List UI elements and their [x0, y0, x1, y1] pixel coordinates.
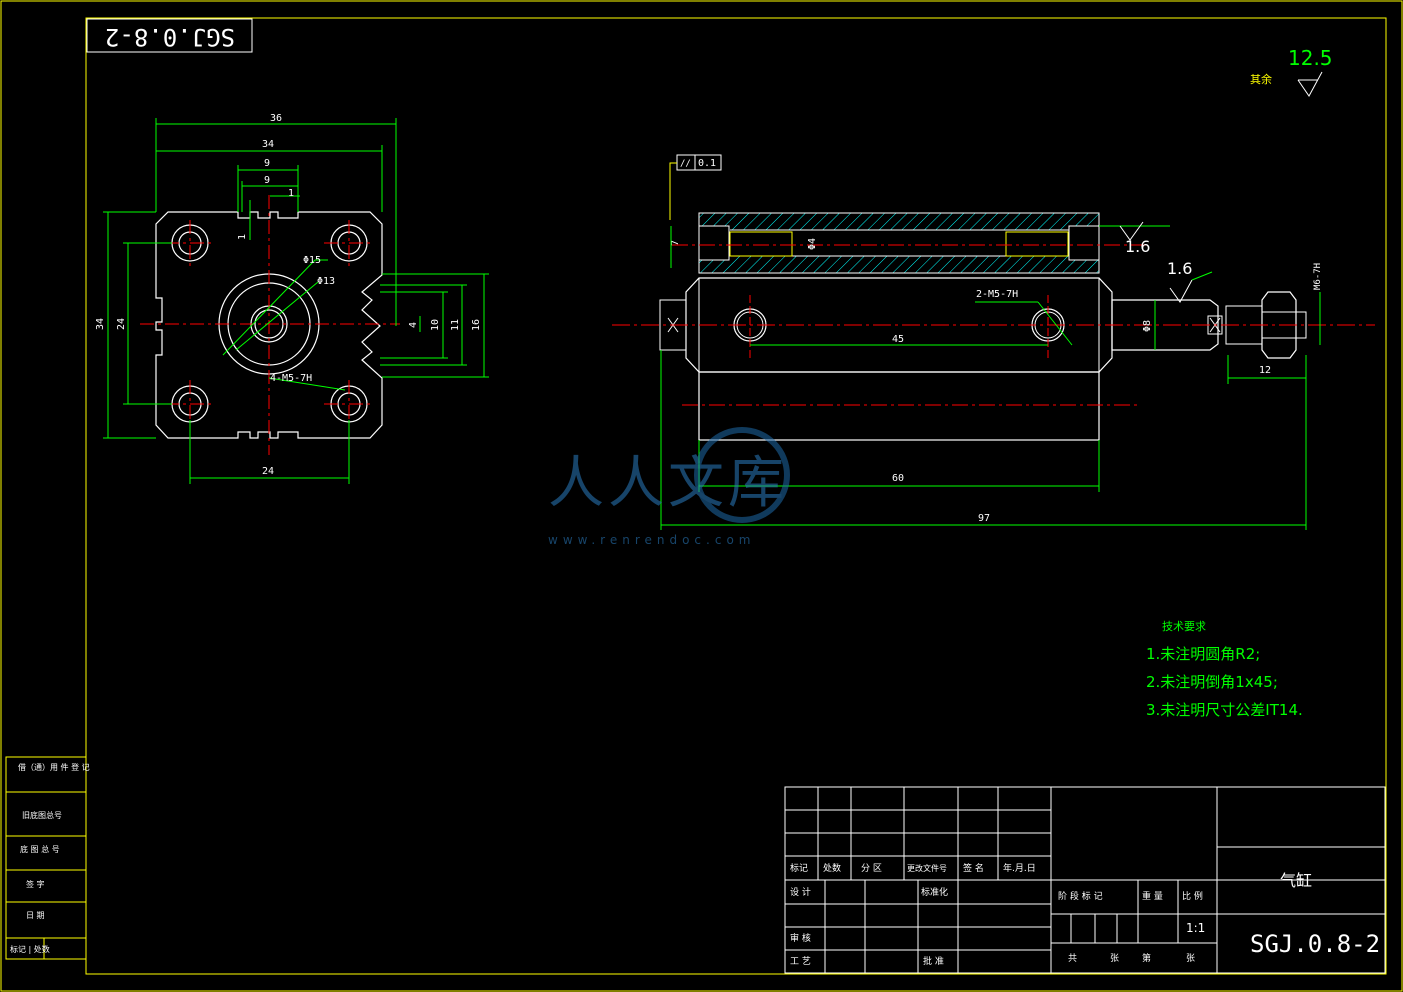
dim-m6: M6-7H [1313, 263, 1323, 290]
rev-h-3: 分 区 [861, 863, 882, 874]
dim-9a: 9 [264, 158, 270, 169]
tech-title: 技术要求 [1162, 620, 1206, 633]
dim-60: 60 [892, 473, 904, 484]
tech-item-2: 2.未注明倒角1x45; [1146, 673, 1278, 691]
dim-thread: 4-M5-7H [270, 373, 312, 384]
watermark: 人人文库 www.renrendoc.com [548, 427, 790, 547]
tech-requirements: 技术要求 1.未注明圆角R2; 2.未注明倒角1x45; 3.未注明尺寸公差IT… [1146, 620, 1303, 719]
side-row-3: 底 图 总 号 [20, 844, 60, 854]
tb-standard: 标准化 [921, 886, 948, 898]
part-name: 气缸 [1280, 871, 1312, 890]
tol-value: 0.1 [698, 158, 716, 169]
roughness-value: 12.5 [1288, 46, 1333, 70]
side-row-1: 借（通）用 件 登 记 [18, 762, 90, 772]
rev-h-6: 年.月.日 [1003, 862, 1036, 874]
watermark-cn: 人人文库 [548, 451, 788, 516]
drawing-number: SGJ.0.8-2 [1250, 930, 1380, 958]
dim-2m5: 2-M5-7H [976, 289, 1018, 300]
dim-7: 7 [670, 240, 681, 246]
dim-16: 16 [471, 319, 482, 331]
dim-45: 45 [892, 334, 904, 345]
rev-h-2: 处数 [823, 862, 841, 874]
front-outline [155, 211, 383, 439]
front-view: 36 34 9 9 1 1 Φ15 Φ13 34 24 4 10 11 16 4… [95, 113, 489, 484]
dim-phi15: Φ15 [303, 255, 321, 266]
watermark-url: www.renrendoc.com [548, 533, 755, 547]
tb-scale: 1:1 [1186, 921, 1205, 935]
side-view: // 0.1 7 Φ4 1.6 [612, 154, 1375, 530]
rev-h-1: 标记 [790, 862, 808, 874]
dim-12: 12 [1259, 365, 1271, 376]
sheet-4: 张 [1186, 953, 1195, 964]
dim-34-left: 34 [95, 318, 106, 330]
tol-symbol: // [680, 159, 691, 169]
side-row-6: 标记 | 处数 [10, 944, 50, 954]
dim-9b: 9 [264, 175, 270, 186]
inner-frame [85, 17, 1387, 975]
dim-1b: 1 [237, 234, 248, 240]
side-row-5: 日 期 [26, 911, 45, 920]
dim-11: 11 [450, 319, 461, 331]
sheet-3: 第 [1142, 952, 1151, 964]
rev-h-4: 更改文件号 [907, 863, 947, 873]
stage-h-2: 重 量 [1142, 890, 1163, 902]
dim-24-left: 24 [116, 318, 127, 330]
dim-24-bottom: 24 [262, 466, 274, 477]
dim-97: 97 [978, 513, 990, 524]
dim-phi8: Φ8 [1142, 320, 1153, 332]
dim-34-top: 34 [262, 139, 274, 150]
dim-4: 4 [408, 322, 419, 328]
roughness-prefix: 其余 [1250, 72, 1272, 86]
tb-process: 工 艺 [790, 956, 811, 967]
side-registration-table [5, 756, 87, 960]
dim-phi13: Φ13 [317, 276, 335, 287]
drawing-code-mirrored: SGJ.0.8-2 [105, 23, 235, 51]
dim-36: 36 [270, 113, 282, 124]
stage-h-3: 比 例 [1182, 890, 1203, 902]
sheet-2: 张 [1110, 953, 1119, 964]
tb-approve: 批 准 [923, 955, 944, 967]
sheet-1: 共 [1068, 953, 1077, 964]
dim-1a: 1 [288, 188, 294, 199]
dim-phi4: Φ4 [807, 238, 818, 250]
tech-item-1: 1.未注明圆角R2; [1146, 645, 1260, 663]
rev-h-5: 签 名 [963, 862, 984, 874]
rough-2: 1.6 [1167, 259, 1192, 278]
roughness-symbol [1297, 71, 1323, 97]
side-row-4: 签 字 [26, 879, 45, 889]
tb-design: 设 计 [790, 886, 811, 898]
title-block [784, 786, 1386, 974]
tb-review: 审 核 [790, 932, 811, 944]
tech-item-3: 3.未注明尺寸公差IT14. [1146, 701, 1303, 719]
side-row-2: 旧底图总号 [22, 810, 62, 820]
stage-h-1: 阶 段 标 记 [1058, 890, 1103, 902]
rough-1: 1.6 [1125, 237, 1150, 256]
code-box [86, 18, 253, 53]
dim-10: 10 [430, 319, 441, 331]
